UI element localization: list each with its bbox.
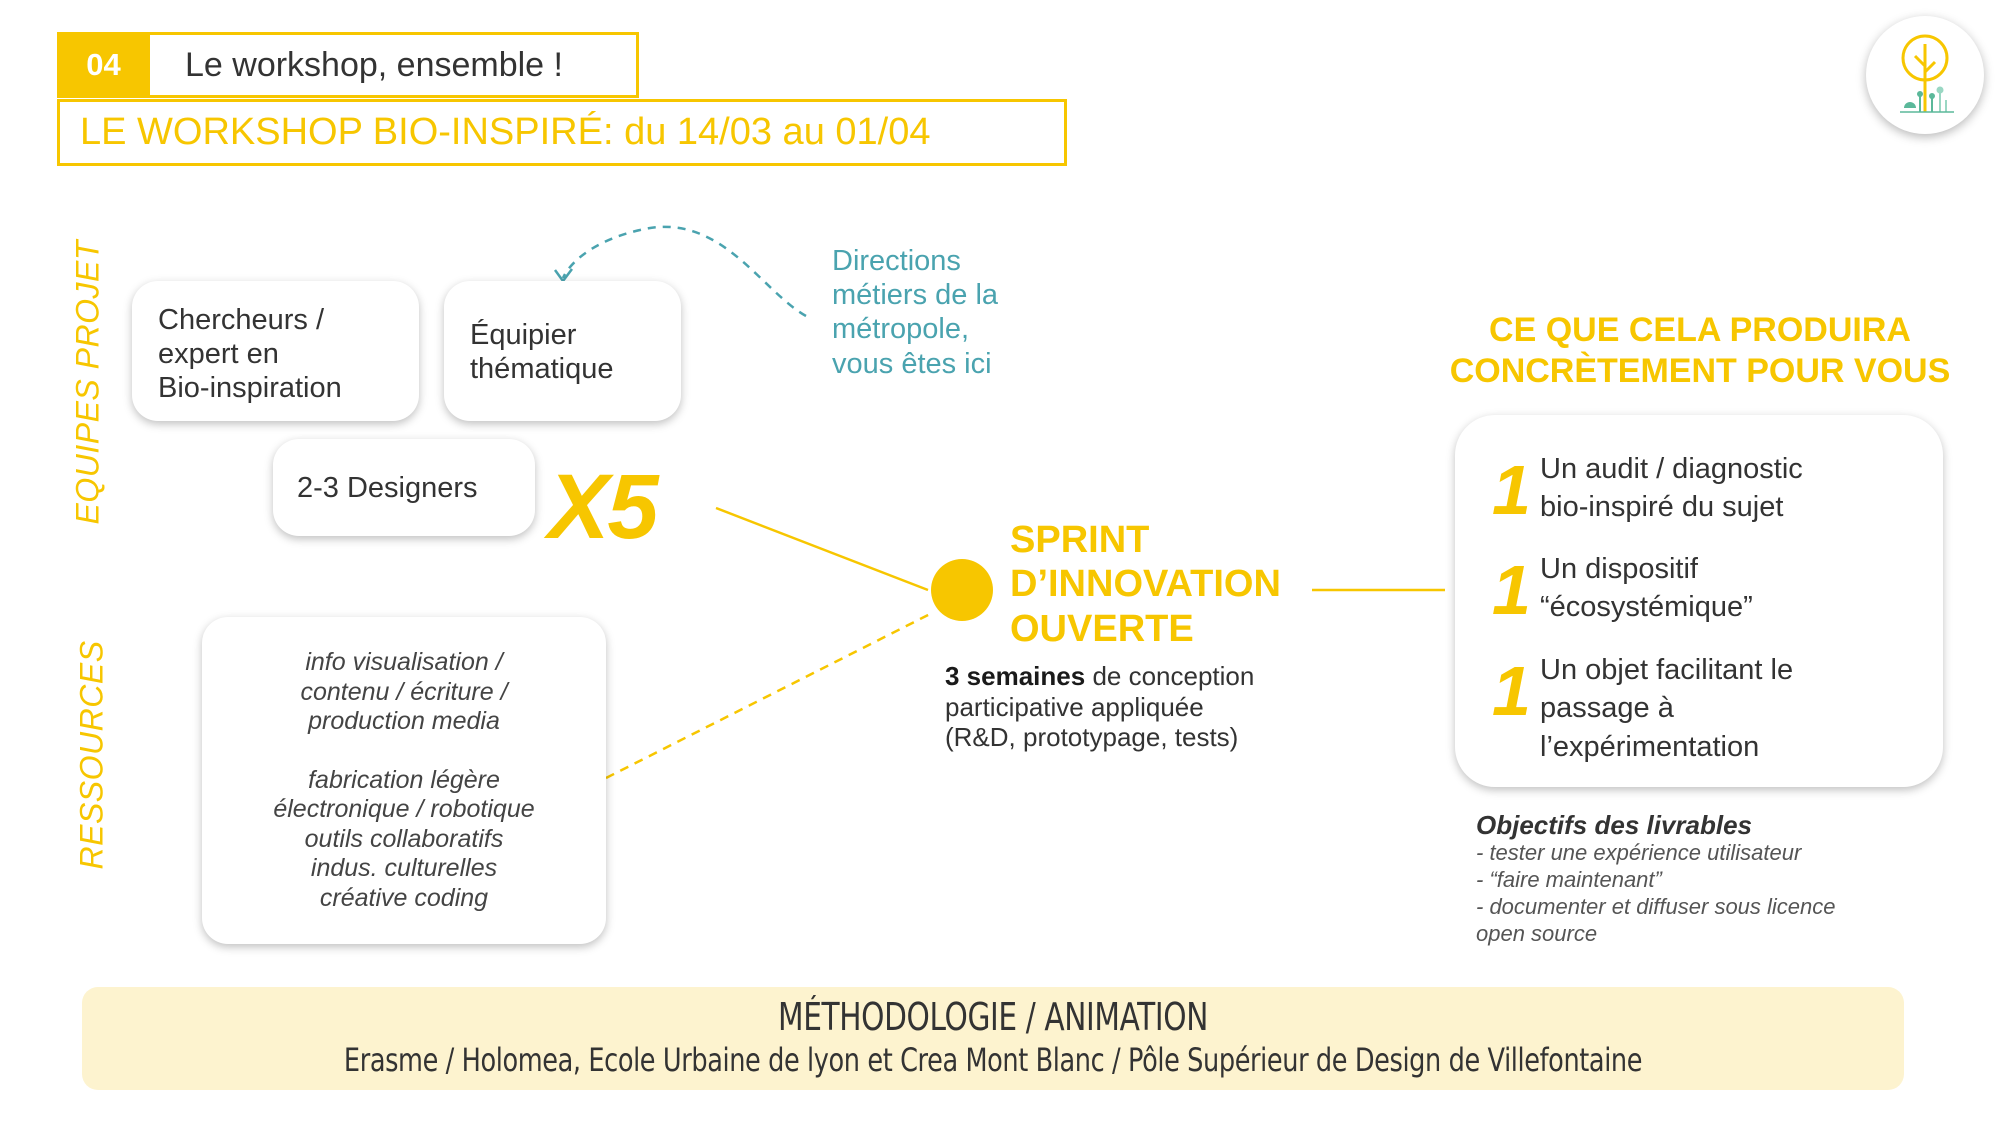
resource-item: électronique / robotique [273, 795, 535, 823]
result-text-line: l’expérimentation [1540, 730, 1760, 763]
card-ressources [202, 617, 606, 944]
directions-note: Directions métiers de la métropole, vous… [832, 244, 1052, 381]
produce-title: CE QUE CELA PRODUIRA CONCRÈTEMENT POUR V… [1420, 310, 1980, 392]
objectives-title: Objectifs des livrables [1476, 810, 1753, 840]
result-number: 1 [1492, 652, 1531, 730]
result-text-line: “écosystémique” [1540, 591, 1753, 624]
card-chercheurs: Chercheurs / expert en Bio-inspiration [132, 281, 419, 421]
card-chercheurs-line-3: Bio-inspiration [158, 372, 342, 405]
multiplier-x5: X5 [548, 456, 659, 558]
objective-item: open source [1476, 921, 1598, 946]
section-number: 04 [57, 32, 150, 98]
sprint-title: SPRINT D’INNOVATION OUVERTE [1010, 518, 1281, 651]
card-chercheurs-line-1: Chercheurs / [158, 304, 325, 336]
resource-item: production media [308, 707, 500, 735]
section-title: Le workshop, ensemble ! [150, 32, 639, 98]
sprint-title-line-3: OUVERTE [1010, 607, 1194, 650]
result-item-audit: 1 Un audit / diagnostic bio-inspiré du s… [1492, 450, 1892, 527]
sprint-desc-2: participative appliquée [945, 691, 1204, 722]
logo [1866, 16, 1984, 134]
resource-spacer [202, 737, 606, 766]
card-chercheurs-line-2: expert en [158, 338, 279, 371]
workshop-subtitle: LE WORKSHOP BIO-INSPIRÉ: du 14/03 au 01/… [57, 99, 1067, 166]
methodology-title: MÉTHODOLOGIE / ANIMATION [778, 995, 1208, 1039]
resource-item: indus. culturelles [310, 854, 498, 882]
connector-x5-sprint [715, 506, 929, 592]
objective-item: - tester une expérience utilisateur [1476, 840, 1802, 865]
result-number: 1 [1492, 551, 1531, 629]
resource-item: contenu / écriture / [300, 677, 508, 706]
sprint-title-line-1: SPRINT [1010, 519, 1150, 561]
result-text-line: bio-inspiré du sujet [1540, 491, 1784, 524]
card-equipier-line-2: thématique [470, 353, 614, 386]
result-item-dispositif: 1 Un dispositif “écosystémique” [1492, 550, 1892, 627]
sprint-desc-1: de conception [1085, 661, 1255, 691]
result-text-line: Un dispositif [1540, 553, 1698, 585]
resource-item: outils collaboratifs [304, 824, 504, 853]
resource-item: fabrication légère [308, 765, 500, 794]
result-text-line: Un objet facilitant le [1540, 654, 1794, 686]
produce-title-line-2: CONCRÈTEMENT POUR VOUS [1449, 351, 1951, 390]
directions-line-3: métropole, [832, 313, 970, 346]
result-item-objet: 1 Un objet facilitant le passage à l’exp… [1492, 651, 1892, 766]
result-text-line: passage à [1540, 692, 1674, 725]
produce-title-line-1: CE QUE CELA PRODUIRA [1489, 311, 1911, 349]
sprint-dot [931, 559, 993, 621]
card-produce [1455, 415, 1943, 787]
card-designers: 2-3 Designers [273, 439, 535, 536]
resources-list: info visualisation / contenu / écriture … [202, 648, 606, 913]
resource-item: créative coding [319, 883, 489, 912]
directions-line-4: vous êtes ici [832, 347, 992, 380]
methodology-banner: MÉTHODOLOGIE / ANIMATION Erasme / Holome… [82, 987, 1904, 1090]
methodology-partners: Erasme / Holomea, Ecole Urbaine de lyon … [343, 1041, 1643, 1079]
directions-line-1: Directions [832, 245, 961, 277]
objective-item: - documenter et diffuser sous licence [1476, 894, 1836, 919]
card-designers-label: 2-3 Designers [297, 472, 478, 504]
tree-logo-icon [1900, 34, 1954, 113]
objective-item: - “faire maintenant” [1476, 867, 1662, 892]
result-number: 1 [1492, 451, 1531, 529]
connector-resources-sprint [605, 610, 935, 780]
card-equipier: Équipier thématique [444, 281, 681, 421]
sprint-desc-3: (R&D, prototypage, tests) [945, 722, 1239, 753]
resource-item: info visualisation / [305, 648, 503, 676]
result-text-line: Un audit / diagnostic [1540, 453, 1803, 485]
sprint-title-line-2: D’INNOVATION [1010, 563, 1281, 606]
card-equipier-line-1: Équipier [470, 319, 577, 351]
directions-line-2: métiers de la [832, 279, 999, 312]
sprint-description: 3 semaines de conception participative a… [945, 661, 1305, 753]
sprint-duration: 3 semaines [945, 661, 1086, 691]
